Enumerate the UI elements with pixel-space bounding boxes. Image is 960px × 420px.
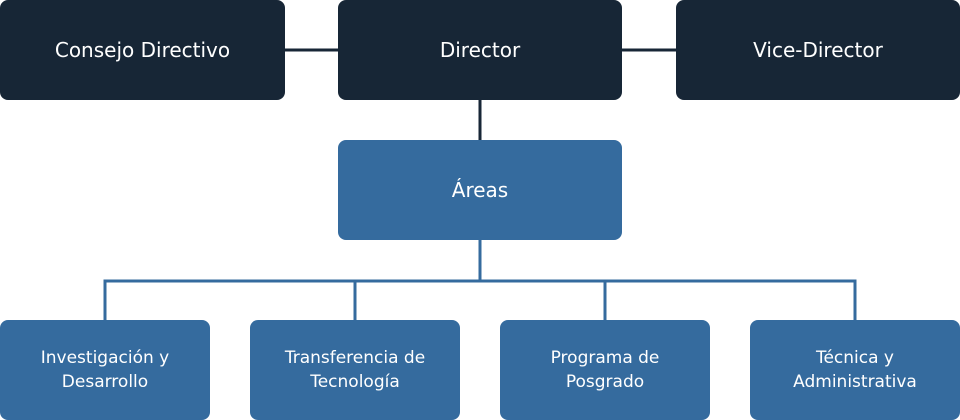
node-area-technology-transfer: Transferencia de Tecnología (250, 320, 460, 420)
node-areas: Áreas (338, 140, 622, 240)
node-director-label: Director (439, 38, 521, 62)
node-area-postgraduate-line1: Programa de (550, 348, 660, 368)
node-director: Director (338, 0, 622, 100)
node-area-postgraduate-line2: Posgrado (565, 372, 645, 392)
node-council-label: Consejo Directivo (54, 38, 231, 62)
node-area-technical-admin-line1: Técnica y (815, 348, 894, 368)
node-area-technical-admin-line2: Administrativa (793, 372, 917, 392)
node-area-research: Investigación y Desarrollo (0, 320, 210, 420)
node-area-research-line1: Investigación y (40, 348, 170, 368)
node-areas-label: Áreas (451, 178, 509, 202)
node-area-research-line2: Desarrollo (61, 372, 149, 392)
node-area-postgraduate: Programa de Posgrado (500, 320, 710, 420)
node-vice-director-label: Vice-Director (753, 38, 883, 62)
node-area-technology-transfer-line1: Transferencia de (284, 348, 426, 368)
node-council: Consejo Directivo (0, 0, 285, 100)
node-area-technical-admin: Técnica y Administrativa (750, 320, 960, 420)
node-area-technology-transfer-line2: Tecnología (310, 372, 400, 392)
node-vice-director: Vice-Director (676, 0, 960, 100)
